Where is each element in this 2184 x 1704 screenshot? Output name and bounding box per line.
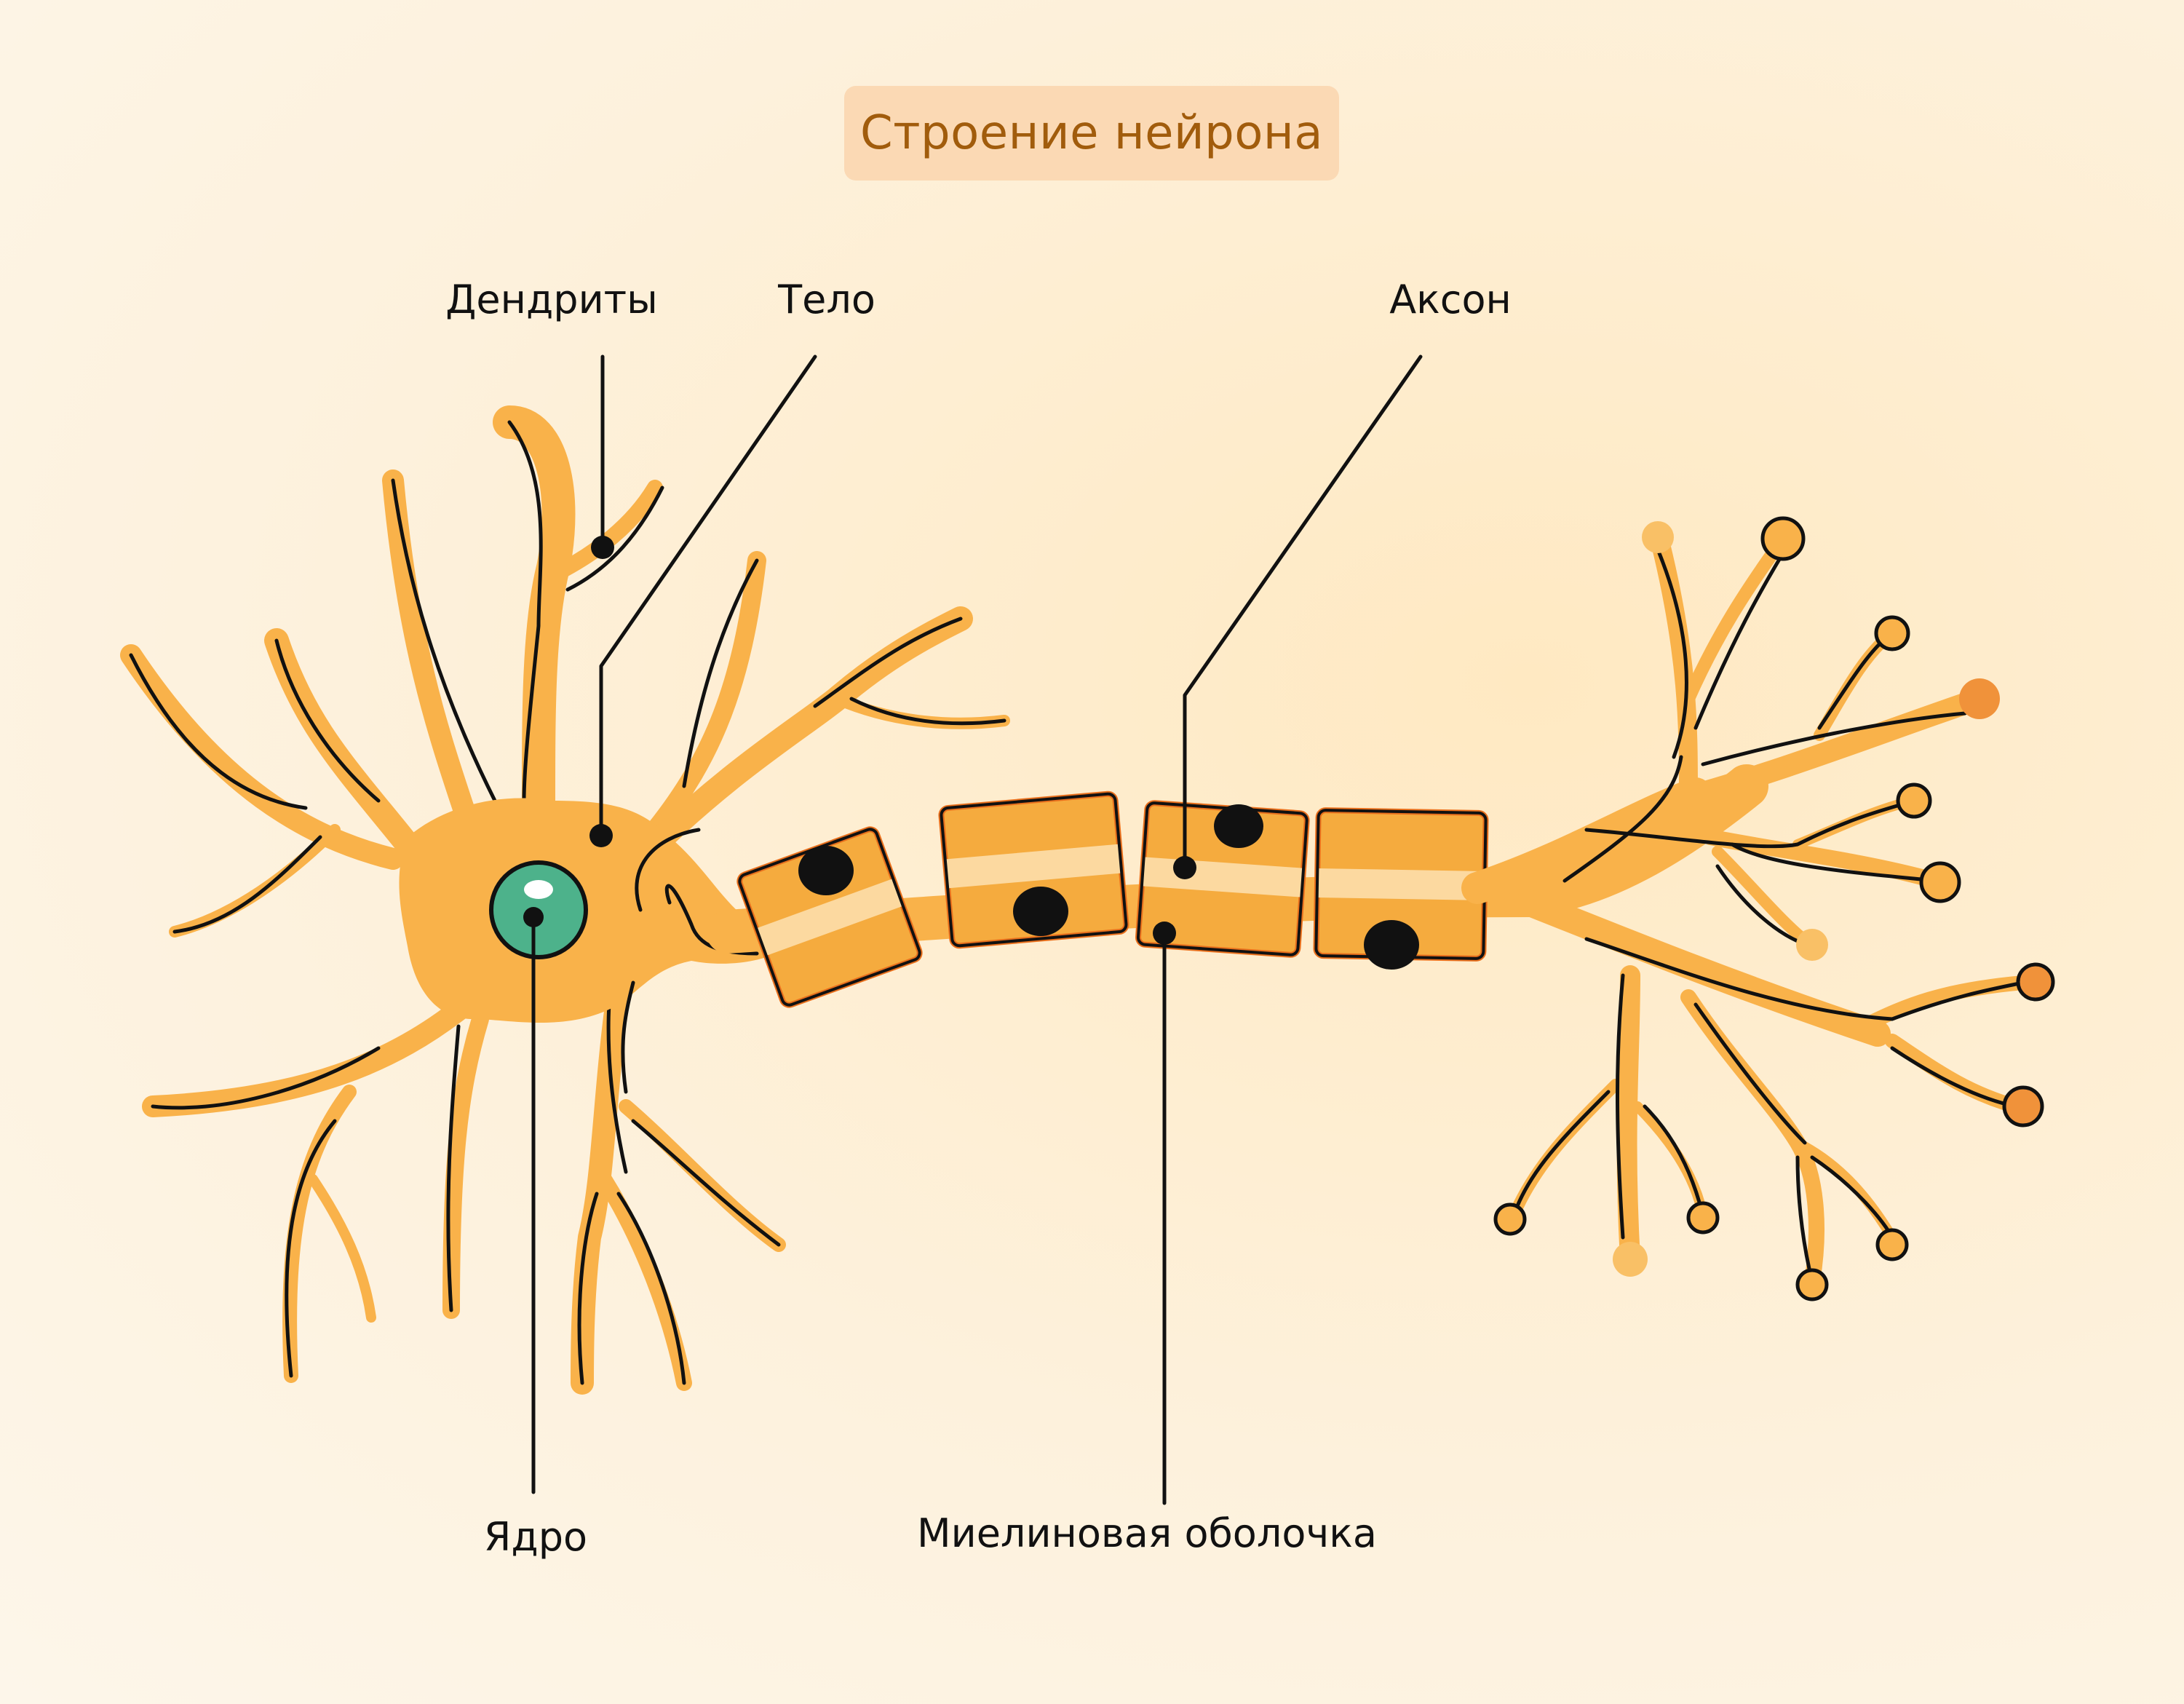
label-myelin: Миелиновая оболочка — [917, 1510, 1377, 1556]
dendrite-lower-right-side — [619, 1099, 786, 1252]
dendrite-upper-right — [646, 551, 766, 839]
terminal-knob — [1642, 521, 1674, 553]
leader-lines — [523, 354, 1423, 1505]
leader-axon — [1183, 354, 1423, 870]
terminal-knob — [1919, 861, 1961, 903]
cell-body — [399, 798, 786, 1023]
dendrite-left-far — [120, 644, 404, 870]
synaptic-terminals — [1493, 516, 2055, 1301]
dendrite-lower-right-fork — [596, 1171, 692, 1391]
dendrite-right-long — [628, 606, 973, 871]
dendrite-lower-left — [142, 994, 477, 1117]
dendrite-outlines — [129, 420, 1006, 1385]
schwann-nucleus-3 — [1214, 804, 1263, 848]
label-axon: Аксон — [1389, 277, 1512, 322]
schwann-nucleus-1 — [798, 846, 854, 895]
myelin-segment-1 — [736, 826, 923, 1008]
terminal-knob — [1493, 1202, 1527, 1236]
terminal-knob — [2002, 1085, 2044, 1128]
dendrite-upper-left — [382, 469, 477, 826]
terminal-knob — [1875, 1228, 1909, 1261]
terminal-knob — [2016, 962, 2055, 1002]
terminal-knob — [1959, 678, 2000, 719]
cell-body-outline-bottom — [621, 980, 635, 1094]
terminal-knob — [1613, 1242, 1648, 1277]
myelin-segment-2 — [938, 790, 1129, 949]
schwann-nucleus-4 — [1364, 920, 1419, 970]
leader-body — [599, 354, 817, 838]
axon-terminals — [1461, 529, 2030, 1289]
dendrite-lower-mid — [442, 1010, 489, 1319]
schwann-nucleus-2 — [1013, 887, 1068, 936]
label-nucleus: Ядро — [483, 1514, 588, 1560]
myelin-segment-4 — [1313, 807, 1489, 962]
terminal-knob — [1796, 929, 1828, 961]
cell-body-outline-top — [635, 828, 701, 912]
terminal-knob — [1760, 516, 1806, 561]
dendrite-lower-left-branch — [282, 1085, 357, 1383]
dendrite-top-branch — [545, 480, 663, 583]
dendrite-lower-left-branch2 — [308, 1174, 376, 1323]
nucleolus — [524, 880, 553, 899]
terminal-knob — [1874, 615, 1910, 651]
terminal-knob — [1795, 1268, 1829, 1301]
label-body: Тело — [778, 277, 875, 322]
myelin-sheath — [736, 790, 1489, 1008]
label-dendrites: Дендриты — [445, 277, 658, 322]
terminal-knob — [1686, 1201, 1720, 1235]
diagram-title: Строение нейрона — [844, 86, 1339, 181]
terminal-knob — [1896, 782, 1932, 819]
